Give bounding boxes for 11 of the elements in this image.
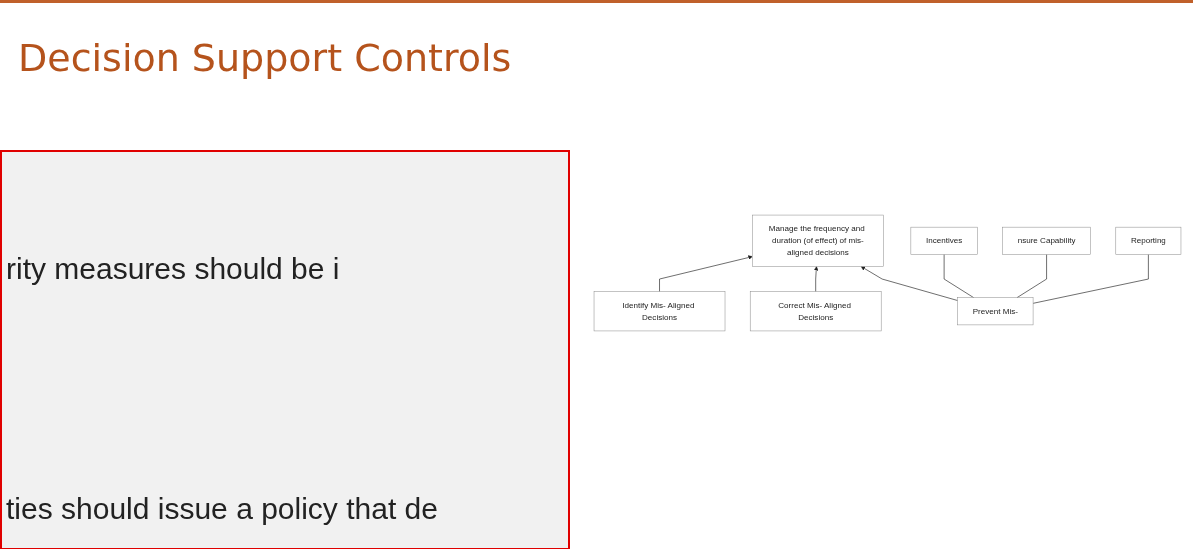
overlay-text: ties should issue a policy that de: [6, 492, 438, 526]
node-box: Identify Mis- Aligned Decisions: [593, 291, 726, 332]
node-box: Correct Mis- Aligned Decisions: [749, 291, 882, 332]
node-box: nsure Capability: [1002, 226, 1091, 255]
node-box: Prevent Mis-: [957, 297, 1034, 326]
node-box: Manage the frequency and duration (of effect) of mis-aligned decisions: [752, 214, 884, 267]
overlay-text: rity measures should be i: [6, 252, 340, 286]
node-box: Reporting: [1115, 226, 1182, 255]
connector: [1032, 254, 1149, 304]
node-box: Incentives: [910, 226, 978, 255]
slide-title: Decision Support Controls: [18, 36, 512, 80]
